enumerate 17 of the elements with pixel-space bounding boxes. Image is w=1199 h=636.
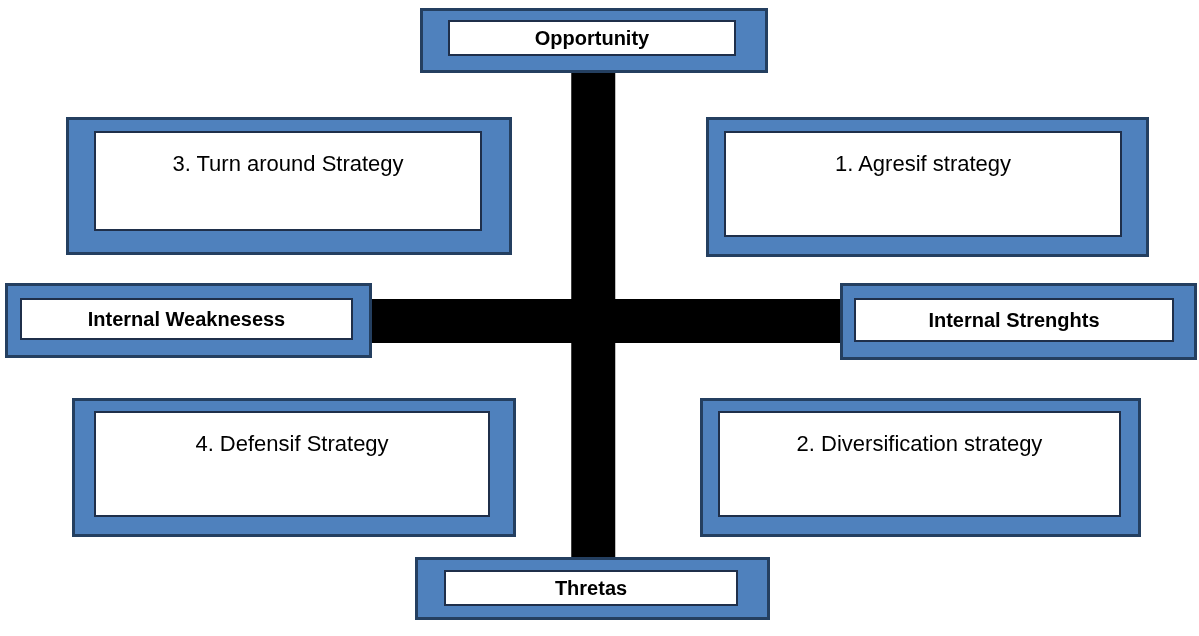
framed-box bbox=[420, 8, 768, 73]
framed-box bbox=[700, 398, 1141, 537]
label-panel: Opportunity bbox=[448, 20, 736, 56]
label-panel: Thretas bbox=[444, 570, 738, 606]
framed-box bbox=[72, 398, 516, 537]
label-panel: Internal Strenghts bbox=[854, 298, 1174, 342]
framed-box bbox=[66, 117, 512, 255]
label-panel: Internal Weaknesess bbox=[20, 298, 353, 340]
label-panel: 1. Agresif strategy bbox=[724, 131, 1122, 237]
label-panel: 4. Defensif Strategy bbox=[94, 411, 490, 517]
framed-box bbox=[706, 117, 1149, 257]
connector-bar bbox=[571, 73, 616, 557]
framed-box bbox=[415, 557, 770, 620]
label-panel: 2. Diversification strategy bbox=[718, 411, 1121, 517]
label-panel: 3. Turn around Strategy bbox=[94, 131, 482, 231]
framed-box bbox=[5, 283, 372, 358]
framed-box bbox=[840, 283, 1197, 360]
